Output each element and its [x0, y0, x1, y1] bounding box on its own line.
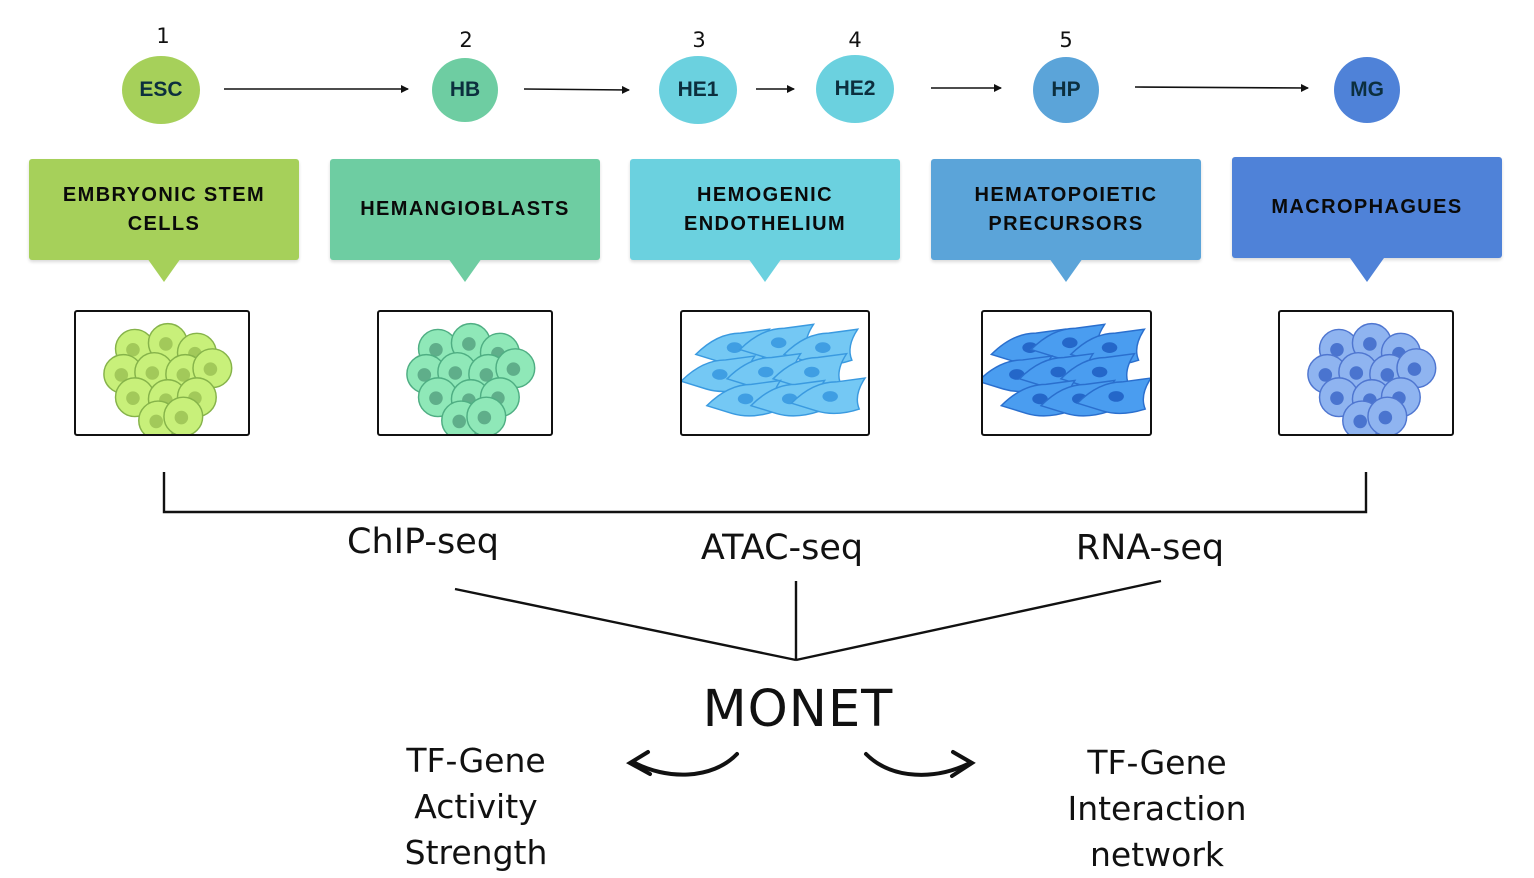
- curved-arrow-left: [631, 752, 739, 777]
- cell-shape: [771, 352, 849, 390]
- stage-label-line2: CELLS: [127, 212, 201, 235]
- stage-box-embryonic-stem-cells: EMBRYONIC STEM CELLS: [29, 159, 299, 260]
- stage-pointer-mg: [1350, 258, 1384, 282]
- cell-shape: [790, 377, 867, 415]
- stage-pointer-hp: [1049, 258, 1083, 282]
- round-cells-illustration: [406, 322, 536, 434]
- step-number-2: 2: [459, 28, 473, 52]
- step-number-4: 4: [848, 28, 862, 52]
- stage-circle-mg: MG: [1334, 57, 1400, 123]
- cell-panel-mg: [1278, 310, 1454, 436]
- stage-box-hemangioblasts: HEMANGIOBLASTS: [330, 159, 600, 260]
- round-cells-illustration: [103, 322, 233, 434]
- cell-shape: [192, 348, 233, 389]
- stage-pointer-he: [748, 258, 782, 282]
- curved-arrow-left-head: [626, 750, 652, 776]
- cell-panel-hp: [981, 310, 1152, 436]
- output-line1: TF-Gene Activity: [406, 741, 546, 826]
- funnel-line-right: [795, 579, 1162, 662]
- cell-shape: [466, 396, 507, 434]
- stage-circle-he1: HE1: [659, 56, 737, 124]
- cell-panel-esc: [74, 310, 250, 436]
- step-number-1: 1: [156, 24, 170, 48]
- cell-shape: [1396, 348, 1437, 389]
- stage-label-line2: ENDOTHELIUM: [683, 212, 847, 235]
- stage-pointer-hb: [448, 258, 482, 282]
- stage-label-line2: PRECURSORS: [988, 212, 1144, 235]
- output-line2: network: [1089, 835, 1224, 874]
- step-number-5: 5: [1059, 28, 1073, 52]
- progression-arrow: [1134, 83, 1309, 92]
- funnel-line-left: [454, 587, 797, 662]
- stage-label-line1: HEMOGENIC: [697, 183, 833, 206]
- cell-shape: [495, 348, 536, 389]
- cell-shape: [163, 396, 204, 434]
- stage-label-line1: HEMANGIOBLASTS: [360, 198, 570, 220]
- stage-pointer-esc: [147, 258, 181, 282]
- cell-panel-hb: [377, 310, 553, 436]
- assay-label-rna-seq: RNA-seq: [1075, 528, 1225, 568]
- cell-shape: [1076, 377, 1150, 415]
- endothelial-cells-illustration: [682, 323, 867, 417]
- step-number-3: 3: [692, 28, 706, 52]
- output-line1: TF-Gene Interaction: [1067, 743, 1247, 828]
- stage-circle-he2: HE2: [816, 55, 894, 123]
- stage-box-hematopoietic-precursors: HEMATOPOIETIC PRECURSORS: [931, 159, 1201, 260]
- curved-arrow-right-head: [950, 750, 976, 778]
- stage-box-hemogenic-endothelium: HEMOGENIC ENDOTHELIUM: [630, 159, 900, 260]
- output-line2: Strength: [404, 833, 548, 872]
- assay-label-atac-seq: ATAC-seq: [700, 528, 864, 568]
- stage-label-line1: EMBRYONIC STEM: [62, 183, 266, 206]
- assay-label-chip-seq: ChIP-seq: [347, 522, 499, 562]
- stage-circle-hb: HB: [432, 58, 498, 122]
- stage-label-line1: HEMATOPOIETIC: [974, 183, 1158, 206]
- stage-circle-esc: ESC: [122, 56, 200, 124]
- cell-panel-he: [680, 310, 870, 436]
- round-cells-illustration: [1307, 322, 1437, 434]
- method-title: MONET: [702, 680, 894, 739]
- stage-circle-hp: HP: [1033, 57, 1099, 123]
- stage-label-line1: MACROPHAGUES: [1271, 196, 1463, 218]
- stage-box-macrophagues: MACROPHAGUES: [1232, 157, 1502, 258]
- output-interaction-network: TF-Gene Interaction network: [996, 740, 1318, 878]
- bracket-line: [162, 472, 1368, 514]
- output-activity-strength: TF-Gene Activity Strength: [346, 738, 606, 876]
- curved-arrow-right: [864, 752, 972, 777]
- progression-arrow: [523, 85, 630, 94]
- endothelial-cells-illustration: [983, 323, 1150, 417]
- cell-shape: [1367, 396, 1408, 434]
